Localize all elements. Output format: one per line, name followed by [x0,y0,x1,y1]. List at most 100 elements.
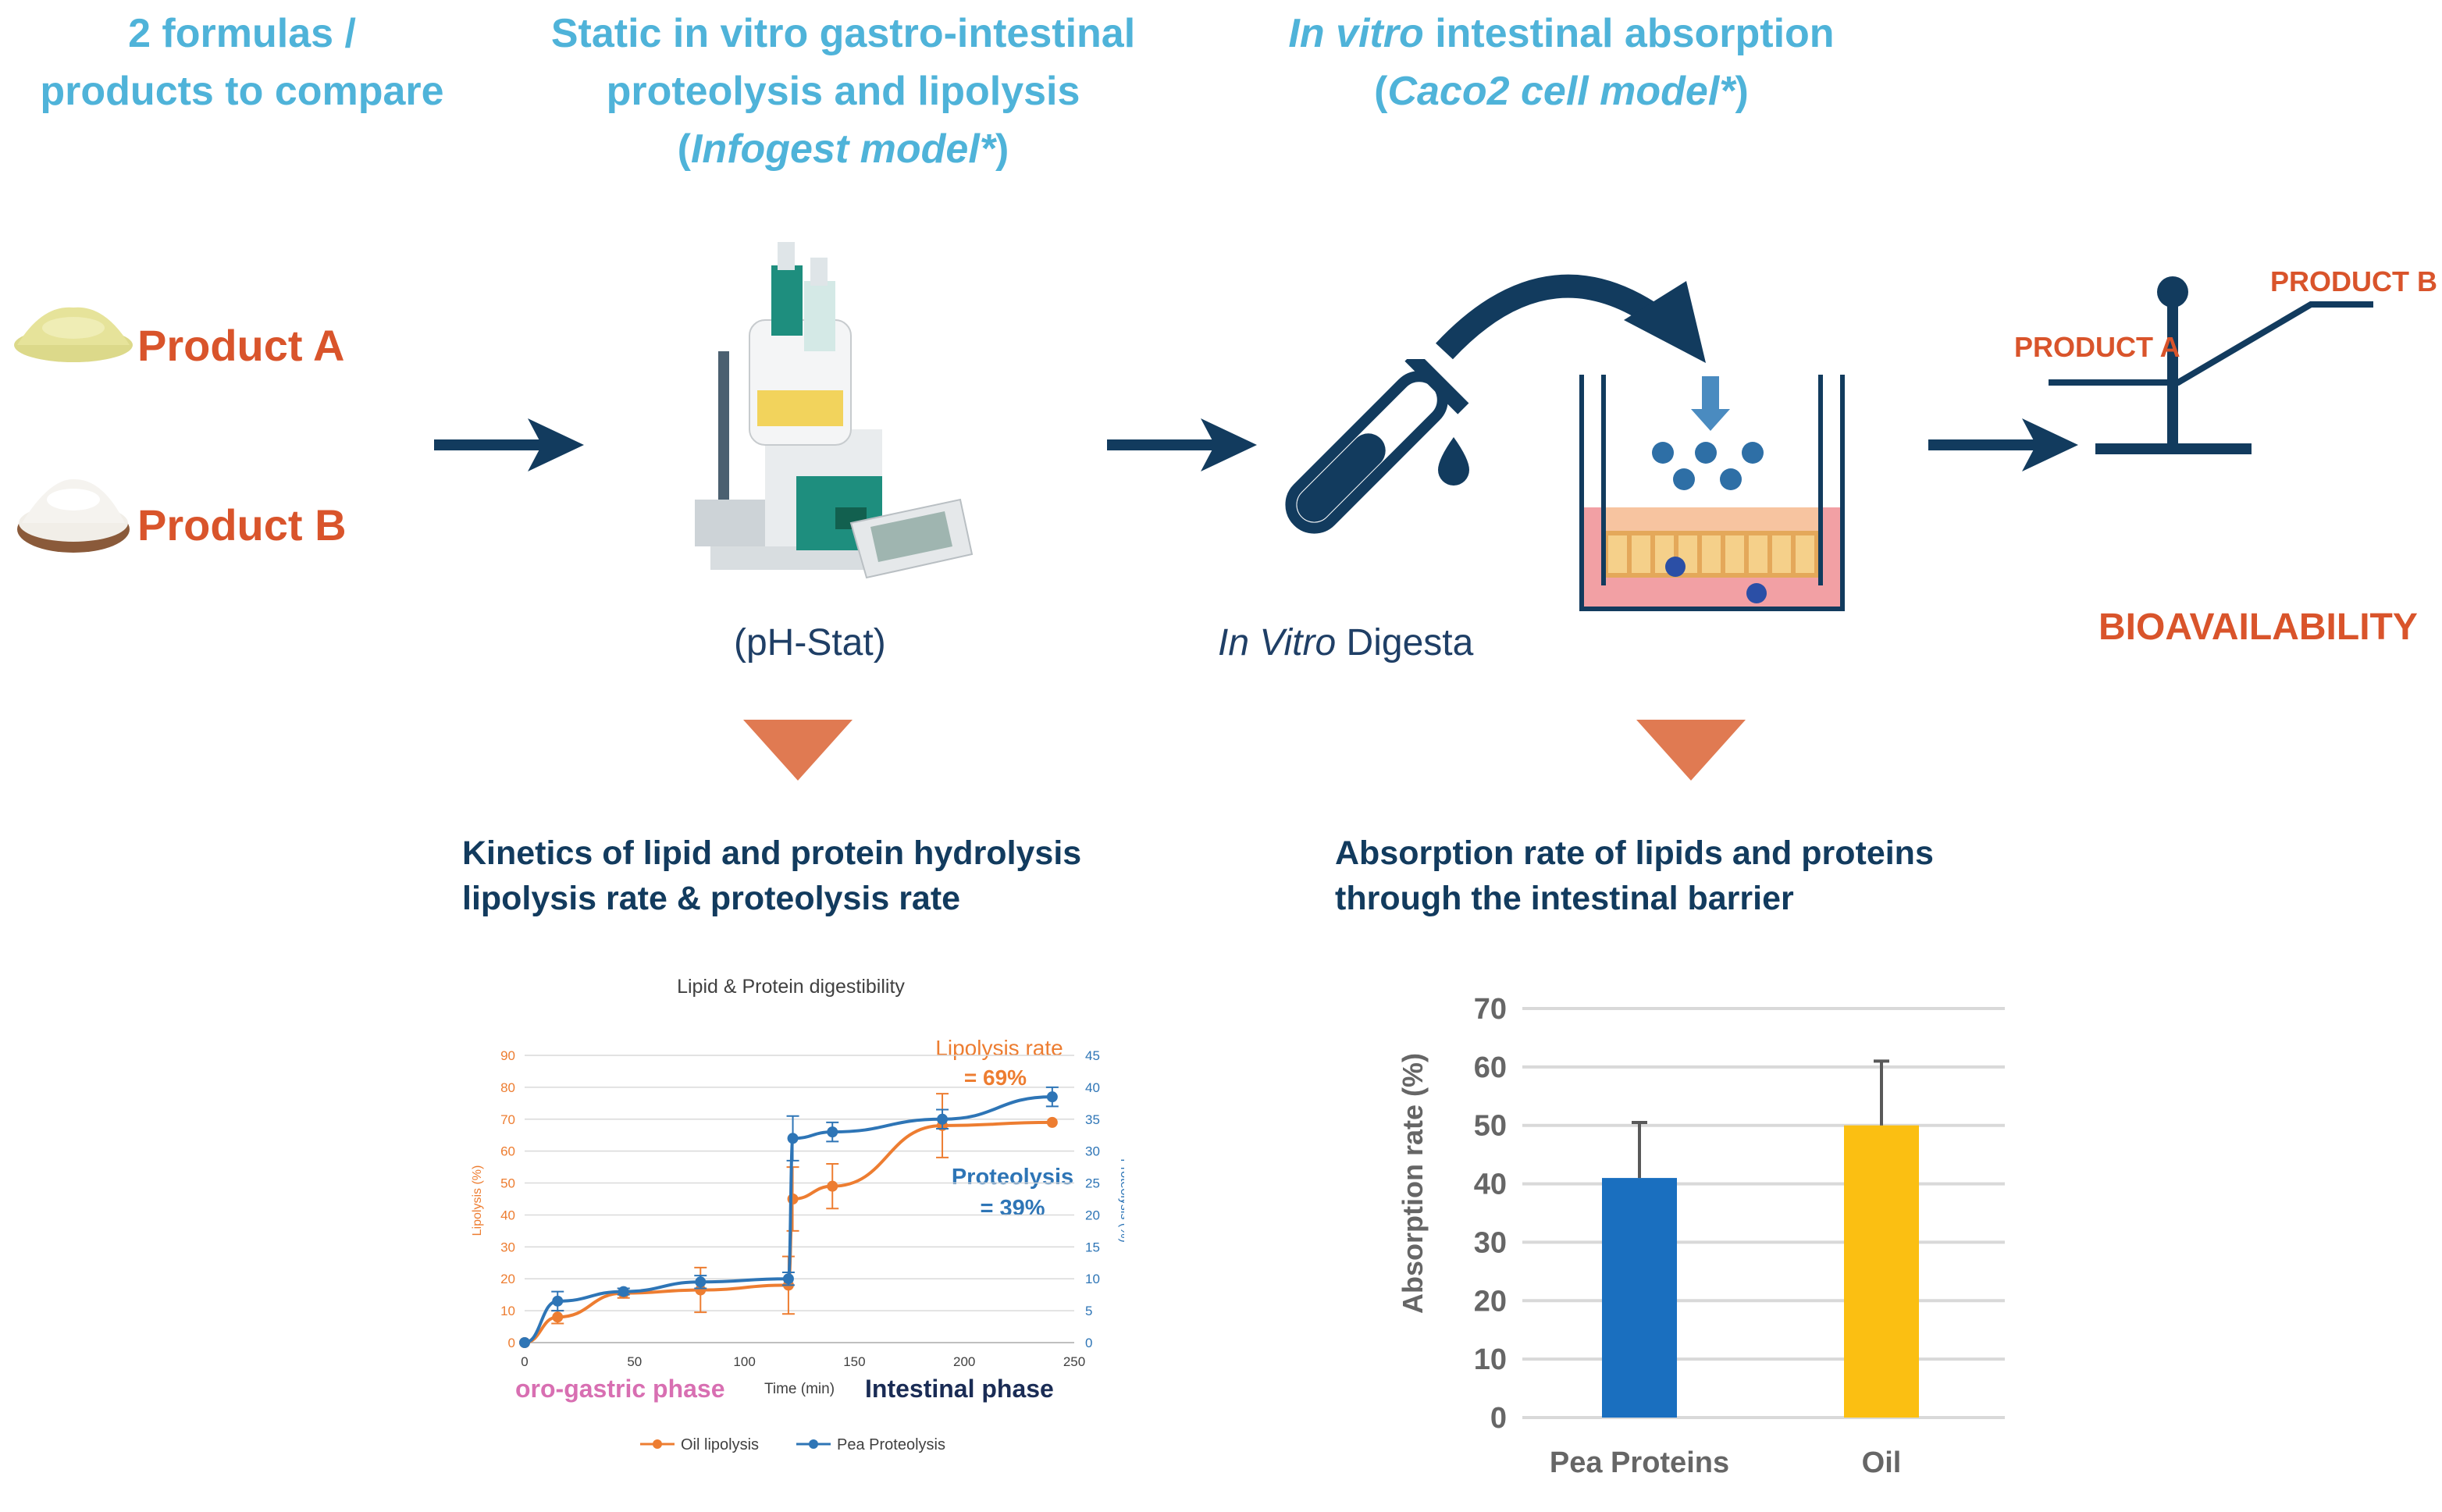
header-products: 2 formulas / products to compare [0,5,484,120]
data-point [787,1194,799,1204]
bar-y-tick-label: 10 [1474,1343,1507,1376]
ph-stat-titrator-icon [695,242,974,579]
kinetics-heading-line1: Kinetics of lipid and protein hydrolysis [462,834,1082,872]
bar-y-tick-label: 20 [1474,1285,1507,1318]
flow-arrow-1-icon [434,418,584,471]
right-tick-label: 0 [1085,1336,1092,1350]
header-digestion-line2: proteolysis and lipolysis [606,69,1080,114]
bar-y-tick-label: 50 [1474,1110,1507,1143]
bar-y-tick-label: 60 [1474,1051,1507,1084]
left-tick-label: 60 [500,1144,515,1159]
test-tube-icon [1285,359,1469,534]
left-tick-label: 70 [500,1112,515,1127]
bar-y-tick-label: 30 [1474,1226,1507,1259]
right-tick-label: 10 [1085,1272,1100,1286]
data-point [552,1295,564,1307]
x-tick-label: 200 [953,1354,975,1369]
right-tick-label: 30 [1085,1144,1100,1159]
absorption-heading-line1: Absorption rate of lipids and proteins [1335,834,1934,872]
data-point [787,1133,799,1144]
header-digestion-line3: (Infogest model*) [677,126,1009,172]
right-tick-label: 15 [1085,1240,1100,1254]
down-arrow-left-icon [743,720,853,781]
header-products-line2: products to compare [40,69,444,114]
right-tick-label: 40 [1085,1080,1100,1095]
data-point [695,1284,707,1296]
absorption-heading-line2: through the intestinal barrier [1335,880,1794,917]
series-line-1 [524,1095,1052,1344]
bar-y-tick-label: 0 [1490,1402,1507,1435]
right-tick-label: 35 [1085,1112,1100,1127]
right-tick-label: 25 [1085,1176,1100,1191]
product-b-label: Product B [137,500,347,550]
left-tick-label: 20 [500,1272,515,1286]
data-point [782,1273,794,1285]
bar-category-label: Pea Proteins [1550,1446,1729,1479]
legend-label: Oil lipolysis [681,1436,759,1453]
x-tick-label: 0 [521,1354,528,1369]
caco2-well-icon [1579,375,1845,611]
right-tick-label: 5 [1085,1304,1092,1318]
bar-1 [1844,1125,1919,1418]
powder-b-icon [17,479,130,553]
bar-y-tick-label: 70 [1474,993,1507,1026]
oro-gastric-phase-label: oro-gastric phase [515,1375,725,1403]
line-chart-xlabel: Time (min) [764,1381,835,1397]
x-tick-label: 150 [843,1354,865,1369]
powder-a-icon [14,307,133,362]
header-products-line1: 2 formulas / [128,11,356,56]
left-tick-label: 30 [500,1240,515,1254]
down-arrow-right-icon [1636,720,1746,781]
line-chart-ylabel: Lipolysis (%) [471,1165,484,1236]
transfer-arrow-icon [1436,274,1706,363]
data-point [827,1180,838,1192]
ph-stat-caption: (pH-Stat) [734,622,886,664]
bioavailability-graphic-icon [2049,276,2373,454]
data-point [827,1126,838,1138]
data-point [552,1311,564,1323]
product-b-marker-label: PRODUCT B [2270,265,2437,297]
data-point [519,1337,530,1348]
absorption-heading: Absorption rate of lipids and proteins t… [1335,831,1934,921]
left-tick-label: 80 [500,1080,515,1095]
data-point [695,1276,707,1288]
bar-chart-ylabel: Absorption rate (%) [1397,1053,1429,1314]
proteolysis-annotation-line1: Proteolysis [952,1165,1073,1190]
line-chart-y2label: Proteolysis (%) [1118,1158,1124,1243]
lipolysis-annotation-line1: Lipolysis rate [935,1036,1063,1060]
kinetics-heading: Kinetics of lipid and protein hydrolysis… [462,831,1081,921]
x-tick-label: 50 [627,1354,642,1369]
legend-marker [653,1439,662,1449]
header-absorption-line1: In vitro intestinal absorption [1288,11,1835,56]
left-tick-label: 50 [500,1176,515,1191]
proteolysis-annotation-line2: = 39% [980,1196,1045,1221]
flow-arrow-3-icon [1928,418,2078,471]
data-point [1046,1091,1058,1103]
right-tick-label: 20 [1085,1208,1100,1222]
header-digestion: Static in vitro gastro-intestinal proteo… [500,5,1187,178]
left-tick-label: 40 [500,1208,515,1222]
flow-arrow-2-icon [1107,418,1257,471]
data-point [618,1286,629,1297]
header-absorption-line2: (Caco2 cell model*) [1374,69,1749,114]
infogest-model: Infogest model* [690,126,996,172]
left-tick-label: 0 [508,1336,515,1350]
legend-label: Pea Proteolysis [837,1436,945,1453]
bar-y-tick-label: 40 [1474,1169,1507,1201]
digestibility-line-chart: Lipid & Protein digestibility Lipolysis … [471,976,1124,1453]
line-chart-title: Lipid & Protein digestibility [677,976,905,998]
product-a-marker-label: PRODUCT A [2014,331,2180,363]
data-point [1046,1116,1058,1128]
product-a-label: Product A [137,321,345,370]
left-tick-label: 10 [500,1304,515,1318]
data-point [937,1113,949,1125]
x-tick-label: 250 [1063,1354,1085,1369]
right-tick-label: 45 [1085,1048,1100,1063]
left-tick-label: 90 [500,1048,515,1063]
intestinal-phase-label: Intestinal phase [865,1375,1054,1403]
digesta-caption: In Vitro Digesta [1218,622,1474,664]
legend-marker [809,1439,818,1449]
header-absorption: In vitro intestinal absorption (Caco2 ce… [1218,5,1905,120]
header-digestion-line1: Static in vitro gastro-intestinal [550,11,1136,56]
